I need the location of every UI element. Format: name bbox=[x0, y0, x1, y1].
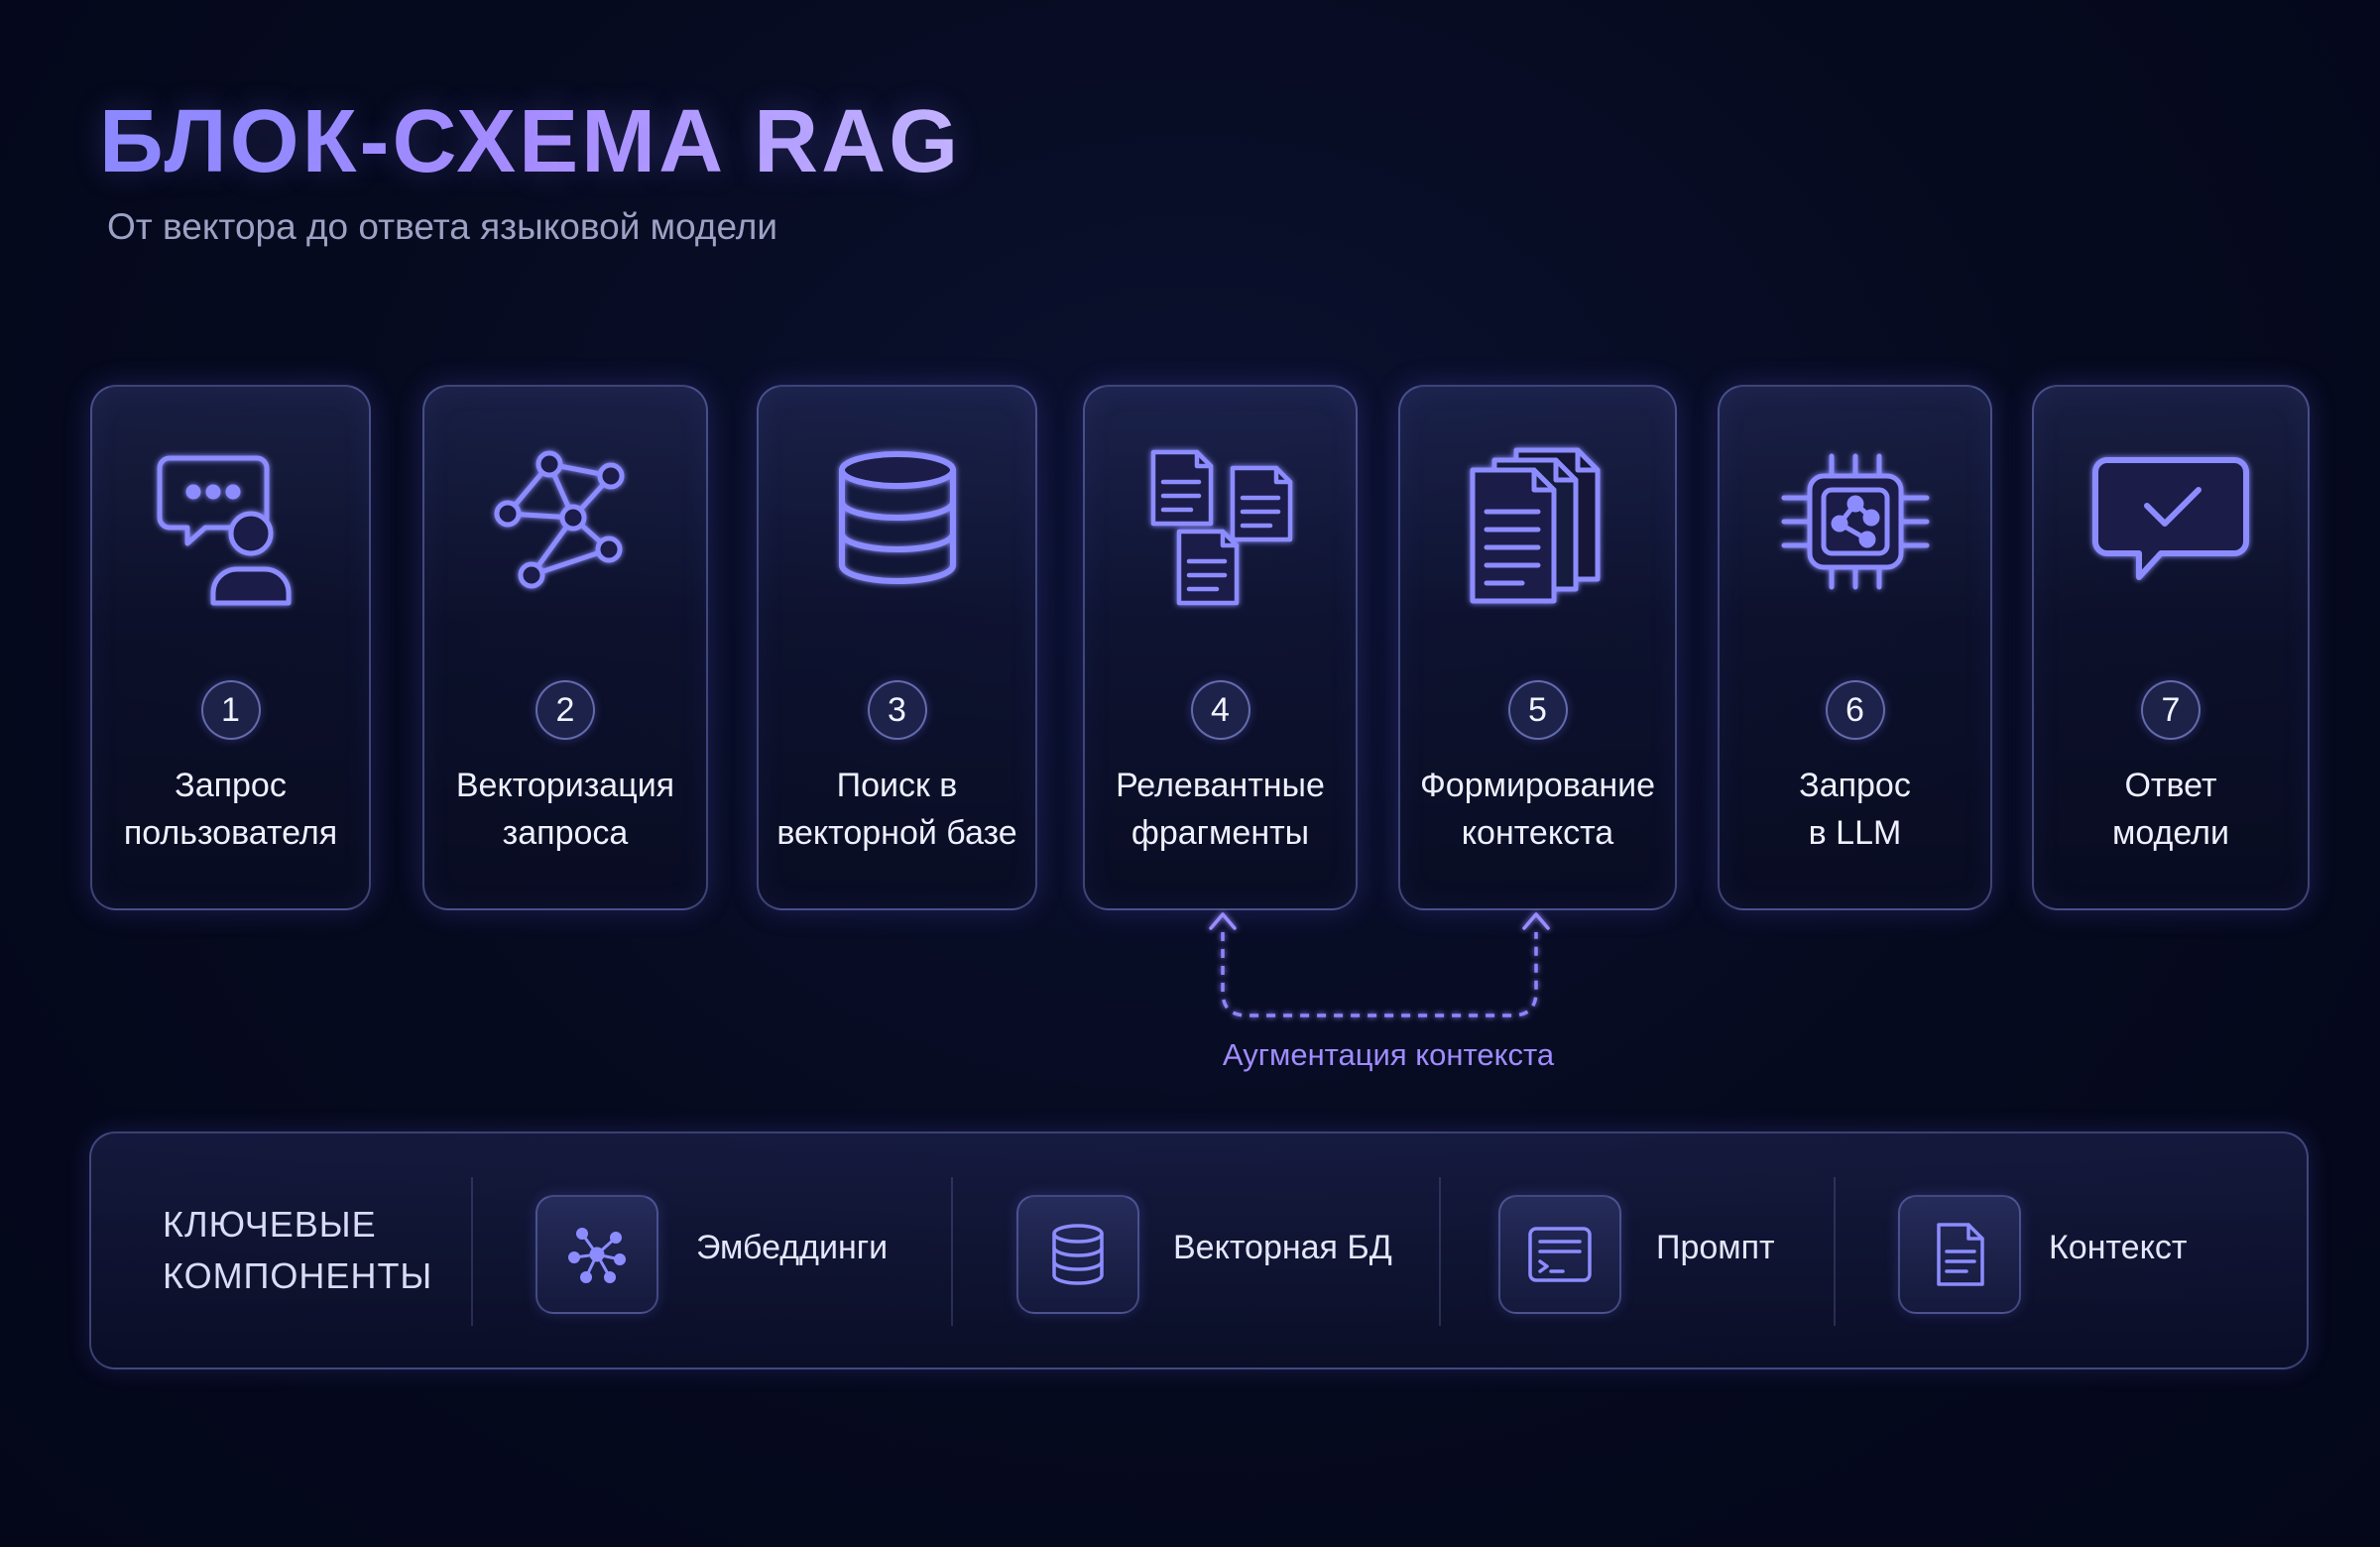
chip-icon bbox=[1781, 453, 1929, 590]
divider bbox=[471, 1177, 473, 1326]
documents-icon bbox=[1150, 449, 1292, 606]
step-number: 1 bbox=[200, 680, 261, 740]
database-icon bbox=[838, 451, 956, 584]
component-label: Промпт bbox=[1656, 1229, 1775, 1266]
divider bbox=[951, 1177, 953, 1326]
stacked-documents-icon bbox=[1470, 447, 1600, 604]
component-label: Векторная БД bbox=[1173, 1229, 1392, 1266]
vector-graph-icon bbox=[494, 450, 625, 589]
step-number: 3 bbox=[867, 680, 927, 740]
step-number: 2 bbox=[536, 680, 595, 740]
embedding-nodes-icon bbox=[568, 1228, 626, 1283]
divider bbox=[1834, 1177, 1836, 1326]
augmentation-arrow-up-right bbox=[1522, 912, 1550, 930]
step-number: 6 bbox=[1825, 680, 1885, 740]
augmentation-loop bbox=[1221, 932, 1538, 1017]
page-title: БЛОК-СХЕМА RAG bbox=[99, 92, 962, 191]
chat-user-icon bbox=[157, 455, 291, 606]
terminal-icon bbox=[1528, 1227, 1592, 1282]
step-number: 7 bbox=[2141, 680, 2201, 740]
step-number: 4 bbox=[1190, 680, 1250, 740]
chat-check-icon bbox=[2092, 457, 2249, 580]
step-number: 5 bbox=[1507, 680, 1568, 740]
augmentation-arrow-up-left bbox=[1209, 912, 1237, 930]
component-embeddings bbox=[536, 1195, 658, 1314]
component-label: Контекст bbox=[2049, 1229, 2188, 1266]
document-icon bbox=[1937, 1223, 1984, 1286]
augmentation-label: Аугментация контекста bbox=[1222, 1037, 1555, 1072]
component-context bbox=[1898, 1195, 2021, 1314]
divider bbox=[1439, 1177, 1441, 1326]
database-icon bbox=[1052, 1224, 1104, 1285]
page-subtitle: От вектора до ответа языковой модели bbox=[107, 206, 778, 247]
component-label: Эмбеддинги bbox=[696, 1229, 889, 1266]
component-vector-db bbox=[1016, 1195, 1139, 1314]
component-prompt bbox=[1498, 1195, 1621, 1314]
